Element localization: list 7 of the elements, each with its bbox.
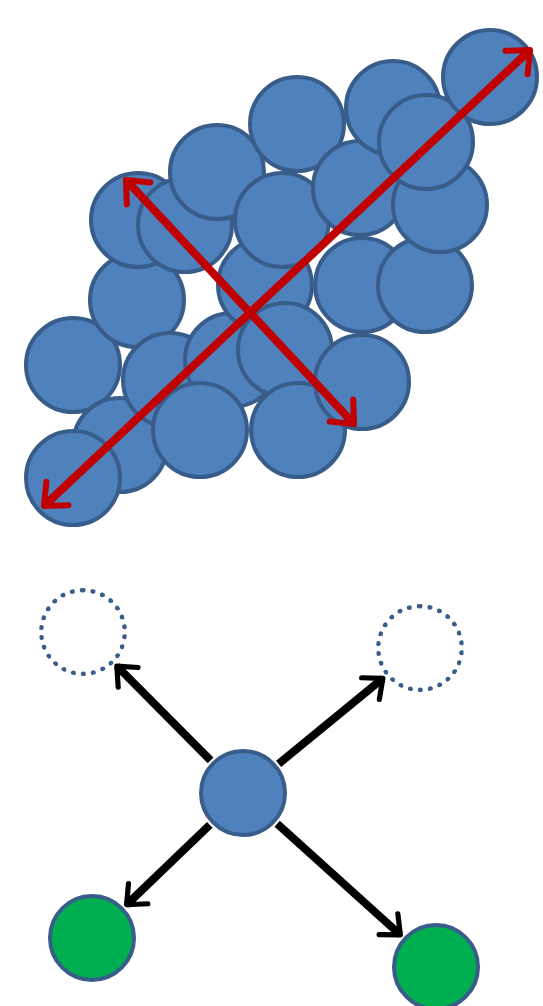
arrow	[123, 821, 213, 908]
arrow	[274, 820, 404, 938]
arrow	[276, 675, 386, 767]
arrow	[114, 663, 214, 764]
dotted-circle	[39, 588, 127, 676]
dotted-circle	[376, 604, 464, 692]
particle-circle	[199, 749, 287, 837]
